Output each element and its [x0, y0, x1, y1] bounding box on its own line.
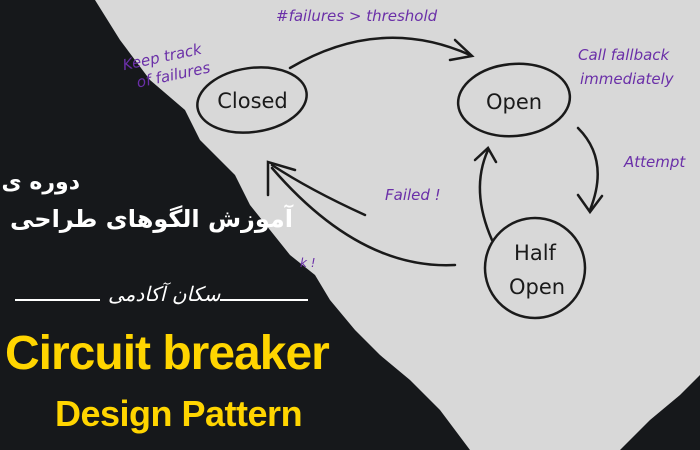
transition-failed-label: Failed !: [385, 186, 441, 204]
state-open: Open: [485, 90, 543, 114]
half-open-state-ellipse: [483, 216, 587, 320]
arrow-half-to-open: [478, 148, 494, 242]
transition-partial-label: k !: [300, 256, 316, 270]
dark-brush-corner: [620, 375, 700, 450]
open-note-line2: immediately: [580, 70, 674, 88]
arrow-open-to-half-head: [576, 193, 604, 215]
open-note-line1: Call fallback: [578, 46, 670, 64]
arrow-closed-to-open-head: [448, 38, 475, 62]
arrow-half-to-open-head: [473, 146, 498, 164]
transition-attempt-label: Attempt: [624, 153, 686, 171]
state-closed: Closed: [217, 89, 288, 113]
arrow-half-to-closed-head: [266, 160, 297, 197]
divider-right: [220, 299, 308, 301]
course-line2: آموزش الگوهای طراحی: [10, 205, 294, 233]
arrow-closed-to-open: [288, 36, 472, 70]
divider-left: [15, 299, 100, 301]
state-half-open-line2: Open: [508, 275, 566, 299]
main-title: Circuit breaker: [5, 327, 330, 380]
arrow-half-to-closed: [270, 166, 457, 267]
closed-state-ellipse: [196, 66, 308, 134]
dark-brush-region: [0, 0, 470, 450]
arrow-open-to-half: [576, 126, 599, 212]
arrow-half-to-closed-2: [270, 163, 367, 217]
transition-closed-open-label: #failures > threshold: [276, 7, 438, 25]
logo-sokan-academy: سکان آکادمی: [108, 282, 221, 306]
state-half-open-line1: Half: [514, 241, 556, 265]
open-state-ellipse: [456, 62, 572, 138]
course-line1: دوره ی: [1, 170, 80, 195]
subtitle: Design Pattern: [55, 393, 303, 434]
